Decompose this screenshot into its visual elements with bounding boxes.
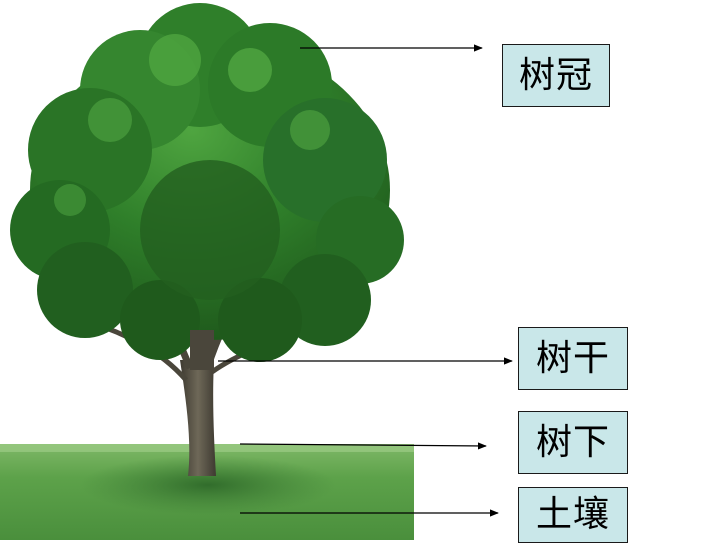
- label-crown: 树冠: [502, 44, 610, 107]
- label-under-tree: 树下: [518, 411, 628, 474]
- arrow-under: [239, 442, 487, 450]
- label-trunk: 树干: [518, 327, 628, 390]
- tree-shadow: [80, 455, 336, 515]
- pointer-arrows: [218, 44, 513, 517]
- tree-crown: [10, 3, 404, 370]
- label-soil: 土壤: [518, 487, 628, 543]
